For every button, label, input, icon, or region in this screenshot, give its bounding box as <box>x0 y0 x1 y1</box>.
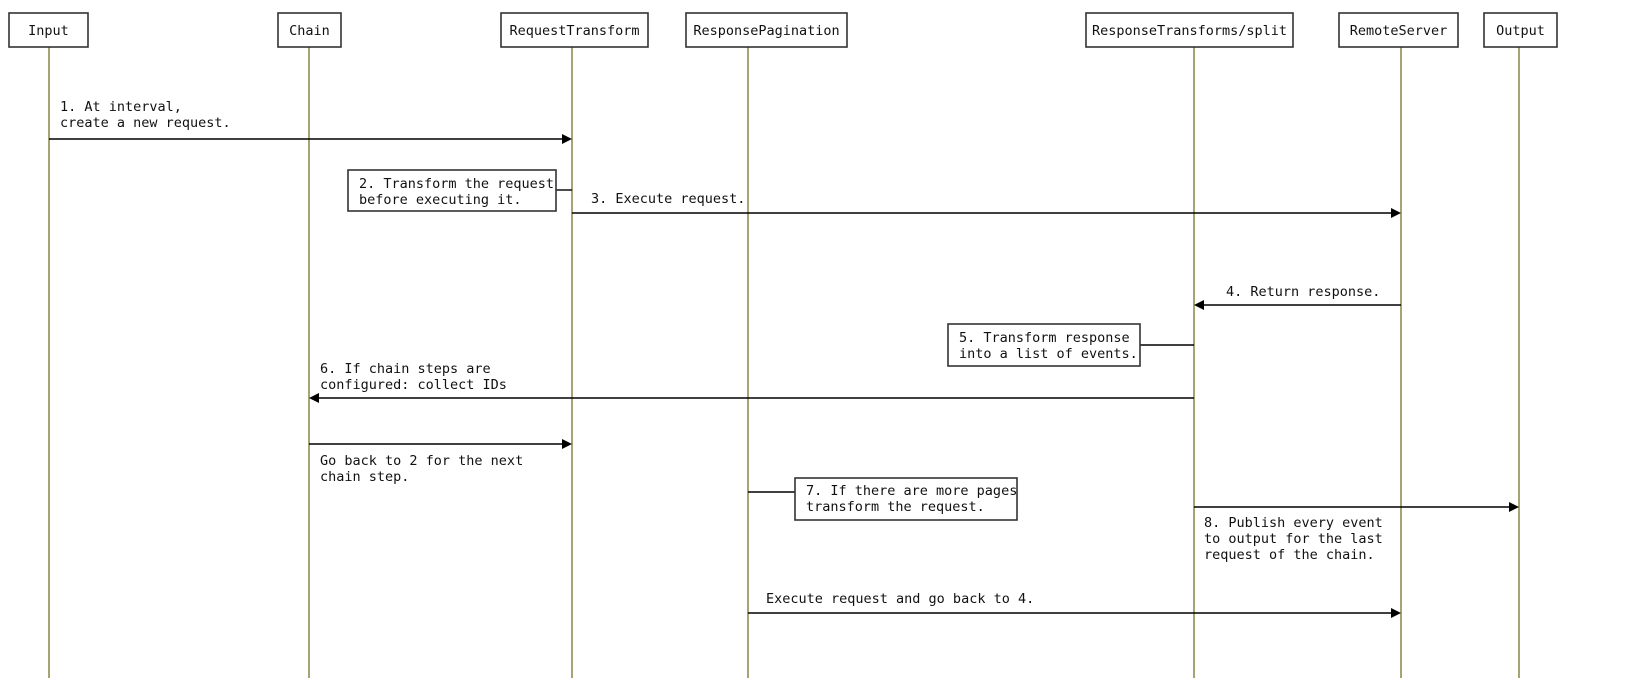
message-label-msg-8: 8. Publish every event <box>1204 515 1383 531</box>
participant-box-output <box>1483 12 1558 48</box>
message-arrowhead-msg-goback2 <box>562 439 572 449</box>
message-label-msg-1: create a new request. <box>60 115 231 131</box>
participant-box-reqtrans <box>500 12 649 48</box>
message-label-msg-goback4: Execute request and go back to 4. <box>766 591 1034 607</box>
participant-box-respTrans <box>1085 12 1294 48</box>
message-label-msg-8: to output for the last <box>1204 531 1383 547</box>
participant-remote[interactable]: RemoteServer <box>1338 12 1459 48</box>
message-msg-4: 4. Return response. <box>1194 284 1401 310</box>
message-msg-3: 3. Execute request. <box>572 191 1401 218</box>
note-box-note-2 <box>347 169 557 212</box>
note-box-note-7 <box>794 477 1018 521</box>
message-arrowhead-msg-goback4 <box>1391 608 1401 618</box>
participant-respPage[interactable]: ResponsePagination <box>685 12 848 48</box>
participant-input[interactable]: Input <box>8 12 89 48</box>
participant-label-input: Input <box>28 23 69 39</box>
message-label-msg-8: request of the chain. <box>1204 547 1375 563</box>
message-label-msg-goback2: Go back to 2 for the next <box>320 453 523 469</box>
message-label-msg-6: configured: collect IDs <box>320 377 507 393</box>
participant-label-output: Output <box>1496 23 1545 39</box>
note-text-note-2: 2. Transform the request <box>359 176 554 192</box>
message-arrowhead-msg-3 <box>1391 208 1401 218</box>
messages-layer: 1. At interval,create a new request. 3. E… <box>49 99 1519 618</box>
message-label-msg-1: 1. At interval, <box>60 99 182 115</box>
note-text-note-7: 7. If there are more pages <box>806 483 1017 499</box>
participant-box-remote <box>1338 12 1459 48</box>
participant-label-reqtrans: RequestTransform <box>509 23 639 39</box>
participant-output[interactable]: Output <box>1483 12 1558 48</box>
participant-box-respPage <box>685 12 848 48</box>
participant-label-respPage: ResponsePagination <box>693 23 839 39</box>
note-text-note-2: before executing it. <box>359 192 522 208</box>
participant-label-chain: Chain <box>289 23 330 39</box>
message-arrowhead-msg-6 <box>309 393 319 403</box>
message-arrowhead-msg-8 <box>1509 502 1519 512</box>
lifelines-layer <box>48 47 1520 678</box>
note-text-note-5: into a list of events. <box>959 346 1138 362</box>
participant-box-chain <box>277 12 342 48</box>
participants-layer: Input Chain RequestTransform ResponsePagina… <box>8 12 1558 48</box>
participant-chain[interactable]: Chain <box>277 12 342 48</box>
note-box-note-5 <box>947 323 1141 367</box>
participant-respTrans[interactable]: ResponseTransforms/split <box>1085 12 1294 48</box>
note-text-note-5: 5. Transform response <box>959 330 1130 346</box>
participant-label-remote: RemoteServer <box>1350 23 1448 39</box>
message-arrowhead-msg-1 <box>562 134 572 144</box>
message-label-msg-goback2: chain step. <box>320 469 409 485</box>
message-label-msg-6: 6. If chain steps are <box>320 361 491 377</box>
note-text-note-7: transform the request. <box>806 499 985 515</box>
message-arrowhead-msg-4 <box>1194 300 1204 310</box>
message-msg-goback4: Execute request and go back to 4. <box>748 591 1401 618</box>
participant-box-input <box>8 12 89 48</box>
participant-label-respTrans: ResponseTransforms/split <box>1092 23 1287 39</box>
message-msg-1: 1. At interval,create a new request. <box>49 99 572 144</box>
participant-reqtrans[interactable]: RequestTransform <box>500 12 649 48</box>
message-label-msg-4: 4. Return response. <box>1226 284 1380 300</box>
message-label-msg-3: 3. Execute request. <box>591 191 745 207</box>
